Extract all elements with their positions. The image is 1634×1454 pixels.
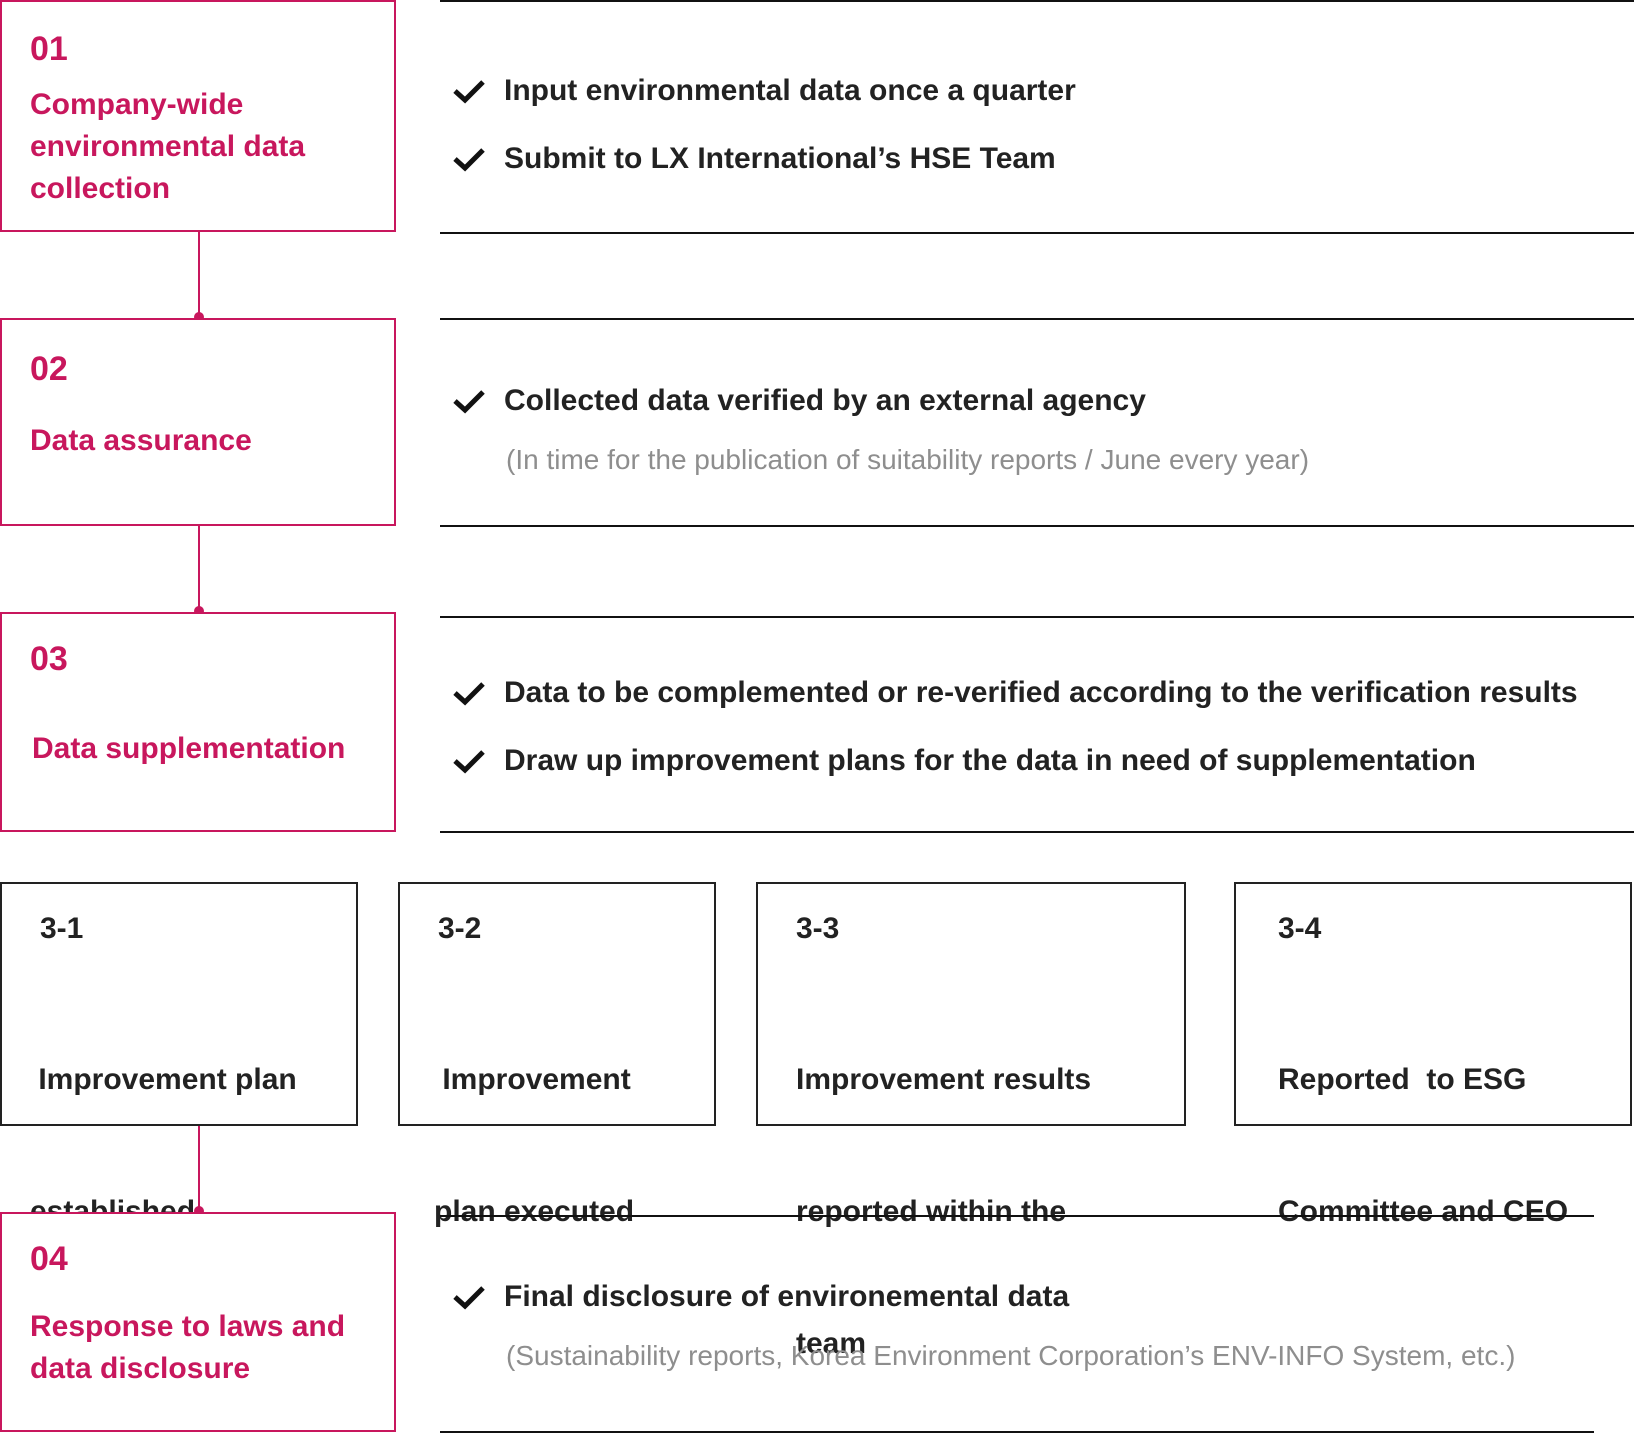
checkmark-icon (453, 390, 485, 414)
connector-dot (194, 312, 204, 322)
substep-3-2-box: 3-2 Improvement plan executed (398, 882, 716, 1228)
divider-bottom (440, 1431, 1594, 1433)
substep-number: 3-4 (1278, 912, 1322, 945)
connector-dot (194, 1206, 204, 1216)
step-02-box: 02 Data assurance (0, 318, 396, 526)
substep-3-3-box: 3-3 Improvement results reported within … (756, 882, 1186, 1360)
step-02-note: (In time for the publication of suitabil… (506, 444, 1310, 475)
substep-3-4-box: 3-4 Reported to ESG Committee and CEO (1234, 882, 1632, 1228)
step-03-box: 03 Data supplementation (0, 612, 396, 832)
substep-3-1-box: 3-1 Improvement plan established (0, 882, 358, 1228)
step-number: 04 (30, 1240, 68, 1278)
step-01-item: Submit to LX International’s HSE Team (452, 142, 1056, 176)
step-number: 01 (30, 30, 68, 68)
connector-dot (194, 606, 204, 616)
step-01-box: 01 Company-wide environmental data colle… (0, 0, 396, 232)
substep-number: 3-1 (40, 912, 84, 945)
divider-bottom (440, 525, 1634, 527)
step-04-note: (Sustainability reports, Korea Environme… (506, 1340, 1516, 1371)
step-title: Response to laws and data disclosure (30, 1310, 346, 1385)
step-title: Data supplementation (32, 732, 346, 765)
step-title: Company-wide environmental data collecti… (30, 88, 306, 205)
connector-line (198, 232, 200, 318)
substep-number: 3-3 (796, 912, 840, 945)
substep-title: Improvement results reported within the … (796, 1063, 1092, 1360)
checkmark-icon (453, 80, 485, 104)
connector-line (198, 1126, 200, 1212)
divider-bottom (440, 232, 1634, 234)
step-title: Data assurance (30, 424, 252, 457)
checkmark-icon (453, 682, 485, 706)
substep-number: 3-2 (438, 912, 482, 945)
divider-bottom (440, 831, 1634, 833)
step-04-box: 04 Response to laws and data disclosure (0, 1212, 396, 1432)
step-number: 03 (30, 640, 68, 678)
substep-title: Reported to ESG Committee and CEO (1278, 1063, 1569, 1228)
divider-top (440, 1215, 1594, 1217)
divider-top (440, 318, 1634, 320)
divider-top (440, 616, 1634, 618)
step-03-item: Draw up improvement plans for the data i… (452, 744, 1476, 778)
substep-title: Improvement plan executed (434, 1063, 635, 1228)
divider-top (440, 0, 1634, 2)
step-01-item: Input environmental data once a quarter (452, 74, 1076, 108)
checkmark-icon (453, 1286, 485, 1310)
checkmark-icon (453, 148, 485, 172)
step-number: 02 (30, 350, 68, 388)
step-04-item: Final disclosure of environemental data (452, 1280, 1069, 1314)
connector-line (198, 526, 200, 612)
step-02-item: Collected data verified by an external a… (452, 384, 1146, 418)
step-03-item: Data to be complemented or re-verified a… (452, 676, 1578, 710)
checkmark-icon (453, 750, 485, 774)
